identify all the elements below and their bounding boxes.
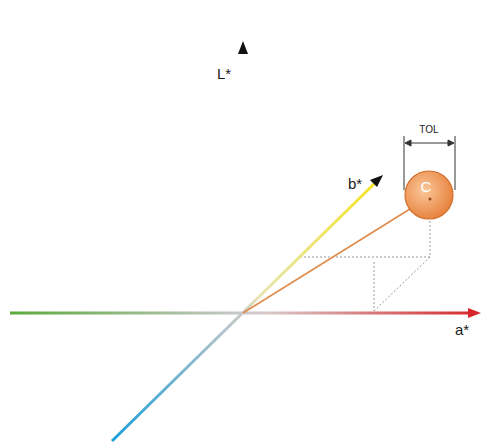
axis-label: b*: [348, 176, 362, 191]
axis-label: L*: [217, 66, 231, 81]
dimension-label: TOL: [419, 125, 438, 135]
point-label: C: [421, 179, 432, 194]
axis-label: a*: [455, 322, 469, 337]
tolerance-sphere: C: [404, 170, 454, 220]
sphere-outline: [404, 170, 454, 220]
